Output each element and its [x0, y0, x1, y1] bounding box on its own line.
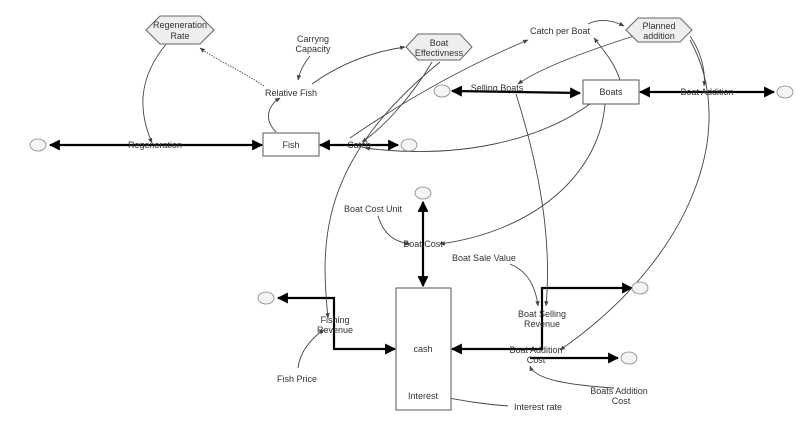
- cloud-catch-sink: [400, 138, 418, 152]
- link-boat-eff-to-catch: [361, 61, 433, 143]
- link-fish-price-to-fishing-revenue: [297, 329, 325, 369]
- planned-addition-label-1: Planned: [642, 21, 675, 31]
- flow-boat-addition-label: Boat Addition: [680, 87, 733, 97]
- aux-boats-addition-cost-2: Cost: [612, 396, 631, 406]
- aux-catch-per-boat: Catch per Boat: [530, 26, 591, 36]
- link-sale-value-to-selling-revenue: [509, 263, 540, 307]
- stock-cash[interactable]: cash: [395, 287, 452, 411]
- cloud-selling-boats-sink: [433, 84, 451, 98]
- cloud-boat-cost-sink: [414, 186, 432, 200]
- link-catch-to-catch-per-boat: [349, 39, 529, 139]
- stock-cash-label: cash: [413, 344, 432, 354]
- boat-effectiveness-label-2: Effectivness: [415, 48, 464, 58]
- link-boats-add-cost-to-addition-cost: [529, 365, 615, 389]
- link-regen-rate-to-regeneration: [142, 41, 169, 144]
- boat-effectiveness-label-1: Boat: [430, 38, 449, 48]
- aux-carrying-capacity-1: Carryng: [297, 34, 329, 44]
- flow-fishing-revenue-label-2: Revenue: [317, 325, 353, 335]
- cloud-selling-revenue-source: [631, 281, 649, 295]
- aux-relative-fish: Relative Fish: [265, 88, 317, 98]
- flow-catch-label: Catch: [347, 140, 371, 150]
- link-catch-per-boat-to-planned: [587, 19, 625, 27]
- link-boat-eff-to-fishing-revenue: [324, 61, 441, 319]
- flow-addition-cost-label-1: Boat Addition: [509, 345, 562, 355]
- flow-selling-boats: [450, 85, 582, 99]
- shadow-boat-effectiveness[interactable]: Boat Effectivness: [405, 33, 473, 61]
- aux-boat-sale-value: Boat Sale Value: [452, 253, 516, 263]
- flow-fishing-revenue: [276, 292, 397, 355]
- flow-boat-selling-revenue: [450, 282, 634, 355]
- flow-selling-boats-label: Selling Boats: [471, 83, 524, 93]
- stock-fish-label: Fish: [282, 140, 299, 150]
- stock-boats[interactable]: Boats: [582, 79, 640, 105]
- link-relative-fish-to-boat-eff: [311, 45, 406, 85]
- flow-boat-cost-label: Boat Cost: [403, 239, 443, 249]
- link-boats-to-catch: [364, 103, 591, 152]
- shadow-planned-addition[interactable]: Planned addition: [625, 17, 693, 43]
- link-cost-unit-to-boat-cost: [377, 215, 411, 246]
- link-relative-fish-to-regen-rate: [199, 47, 265, 87]
- link-planned-to-boat-addition: [689, 35, 707, 87]
- cloud-regeneration-source: [29, 138, 47, 152]
- stock-fish[interactable]: Fish: [262, 132, 320, 157]
- link-capacity-to-relative-fish: [296, 55, 311, 81]
- link-boats-to-boat-cost: [439, 103, 606, 246]
- cloud-addition-cost-sink: [620, 351, 638, 365]
- stock-boats-label: Boats: [599, 87, 623, 97]
- aux-boats-addition-cost-1: Boats Addition: [590, 386, 648, 396]
- regeneration-rate-label-1: Regeneration: [153, 20, 207, 30]
- flow-addition-cost-label-2: Cost: [527, 355, 546, 365]
- aux-carrying-capacity-2: Capacity: [295, 44, 331, 54]
- link-selling-boats-to-selling-revenue: [515, 93, 549, 307]
- planned-addition-label-2: addition: [643, 31, 675, 41]
- cloud-fishing-revenue-source: [257, 291, 275, 305]
- flow-selling-revenue-label-2: Revenue: [524, 319, 560, 329]
- regeneration-rate-label-2: Rate: [170, 31, 189, 41]
- flow-selling-revenue-label-1: Boat Selling: [518, 309, 566, 319]
- flow-interest-label: Interest: [408, 391, 439, 401]
- link-planned-to-addition-cost: [559, 39, 710, 351]
- shadow-regeneration-rate[interactable]: Regeneration Rate: [145, 15, 215, 45]
- aux-fish-price: Fish Price: [277, 374, 317, 384]
- flow-fishing-revenue-label-1: Fishing: [320, 315, 349, 325]
- cloud-boat-addition-source: [776, 85, 794, 99]
- link-boats-to-catch-per-boat: [593, 37, 621, 81]
- flow-regeneration-label: Regeneration: [128, 140, 182, 150]
- aux-boat-cost-unit: Boat Cost Unit: [344, 204, 403, 214]
- link-planned-to-selling-boats: [517, 35, 635, 85]
- link-fish-to-relative-fish: [268, 97, 281, 133]
- aux-interest-rate: Interest rate: [514, 402, 562, 412]
